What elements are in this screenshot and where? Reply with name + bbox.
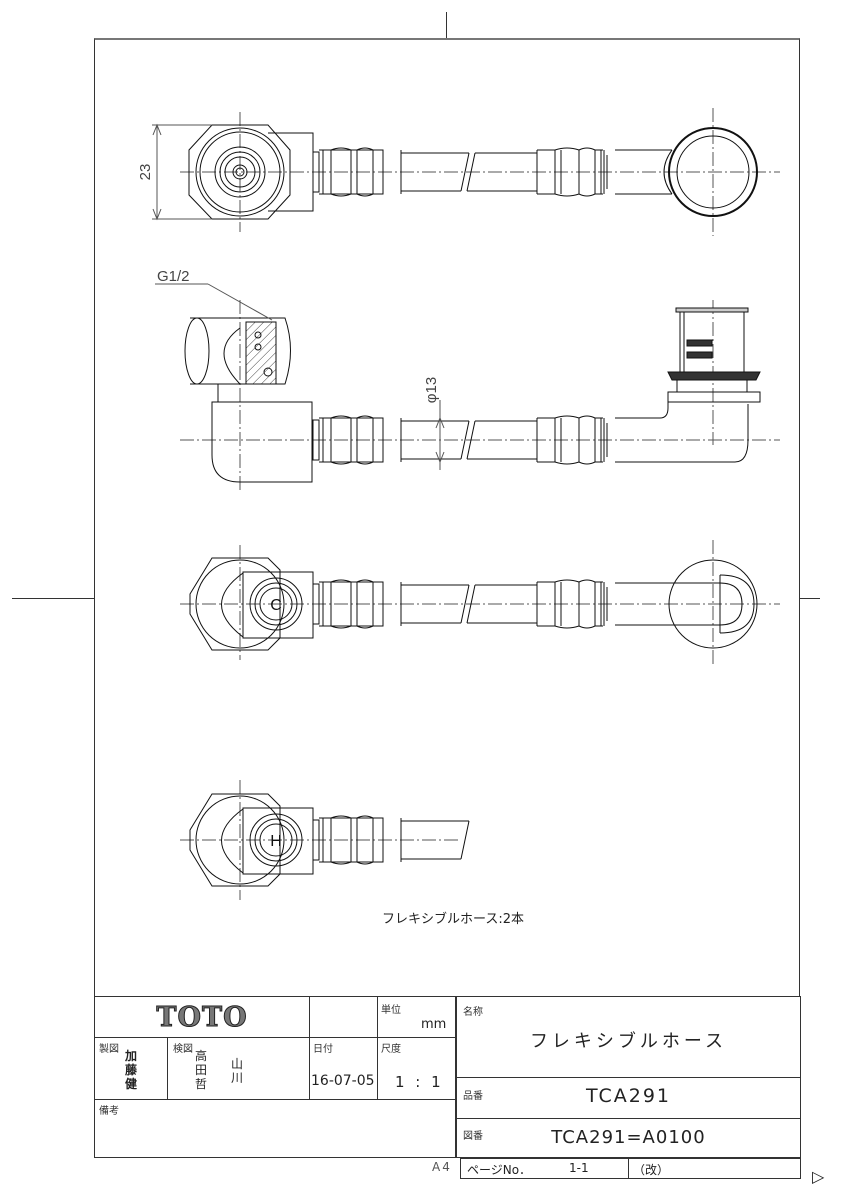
name-label: 名称 (463, 1007, 483, 1018)
hose-drawing: 23 G1/2 φ13 C H (137, 108, 780, 900)
unit-label: 単位 (381, 1005, 401, 1016)
unit-value: mm (421, 1017, 447, 1032)
title-block-left: TOTO 単位 mm 製図 加 藤 健 検図 高 田 哲 山 川 日付 16-0… (94, 996, 456, 1158)
product-name: フレキシブルホース (529, 1031, 728, 1052)
center-tick-right (800, 598, 820, 599)
dimension-thread: G1/2 (157, 268, 190, 285)
view-top (152, 108, 780, 236)
scale-value: 1 : 1 (395, 1073, 444, 1091)
triangle-right-icon: ▷ (812, 1167, 825, 1186)
cold-mark: C (270, 597, 282, 614)
remarks-label: 備考 (99, 1106, 119, 1117)
checker-label: 検図 (173, 1044, 193, 1055)
scale-label: 尺度 (381, 1044, 401, 1055)
toto-logo: TOTO (156, 1001, 248, 1033)
view-front-cold (180, 540, 780, 665)
drawing-number: TCA291=A0100 (551, 1127, 706, 1148)
revision-label: （改） (633, 1163, 670, 1177)
view-side (155, 283, 780, 490)
dimension-diameter: φ13 (423, 377, 440, 403)
page-label: ページNo． (467, 1163, 532, 1177)
checker-name-2: 山 川 (231, 1057, 244, 1085)
part-number: TCA291 (585, 1085, 672, 1107)
drawing-frame (94, 38, 800, 1158)
title-block-right: 名称 フレキシブルホース 品番 TCA291 図番 TCA291=A0100 (456, 996, 801, 1158)
quantity-note: フレキシブルホース:2本 (382, 912, 525, 927)
paper-size: A4 (432, 1160, 452, 1174)
center-tick-left (12, 598, 94, 599)
drawing-no-label: 図番 (463, 1131, 483, 1142)
hot-mark: H (270, 833, 282, 850)
center-tick-top (446, 12, 447, 38)
date-label: 日付 (313, 1044, 333, 1055)
dimension-height: 23 (137, 164, 154, 181)
page-number: 1-1 (569, 1161, 589, 1175)
date-value: 16-07-05 (311, 1073, 375, 1089)
page-row: ページNo． 1-1 （改） (460, 1158, 801, 1179)
part-no-label: 品番 (463, 1091, 483, 1102)
checker-name-1: 高 田 哲 (195, 1049, 208, 1091)
drafter-label: 製図 (99, 1044, 119, 1055)
drafter-name: 加 藤 健 (125, 1049, 138, 1091)
view-front-hot (180, 780, 470, 900)
